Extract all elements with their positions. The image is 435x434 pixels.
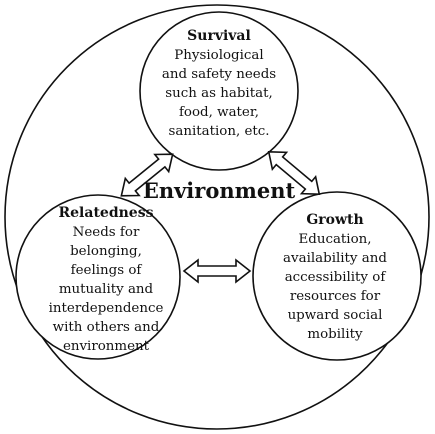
growth-line: mobility [307, 327, 363, 342]
growth-title: Growth [306, 212, 363, 228]
relatedness-line: interdependence [49, 301, 164, 316]
relatedness-line: mutuality and [59, 282, 154, 297]
growth-circle [252, 191, 422, 361]
growth-line: accessibility of [285, 270, 387, 285]
survival-line: sanitation, etc. [168, 124, 269, 139]
relatedness-line: belonging, [70, 244, 142, 259]
growth-line: availability and [283, 251, 387, 266]
relatedness-line: feelings of [71, 263, 143, 278]
relatedness-circle [15, 194, 181, 360]
growth-line: upward social [288, 308, 383, 323]
survival-line: and safety needs [162, 67, 276, 82]
growth-line: resources for [290, 289, 381, 304]
survival-title: Survival [187, 28, 251, 44]
survival-line: food, water, [179, 105, 259, 120]
arrow-survival-growth [267, 150, 321, 196]
survival-circle [139, 11, 299, 171]
growth-line: Education, [298, 232, 371, 247]
growth-text: Growth Education, availability and acces… [283, 212, 387, 342]
relatedness-title: Relatedness [59, 205, 154, 221]
environment-label: Environment [143, 178, 296, 203]
survival-line: such as habitat, [165, 86, 272, 101]
arrow-survival-relatedness [120, 153, 174, 197]
relatedness-text: Relatedness Needs for belonging, feeling… [49, 205, 164, 354]
arrow-relatedness-growth [182, 258, 252, 284]
survival-text: Survival Physiological and safety needs … [162, 28, 276, 139]
relatedness-line: with others and [53, 320, 160, 335]
survival-line: Physiological [174, 48, 263, 63]
relatedness-line: Needs for [73, 225, 140, 240]
relatedness-line: environment [63, 339, 150, 354]
